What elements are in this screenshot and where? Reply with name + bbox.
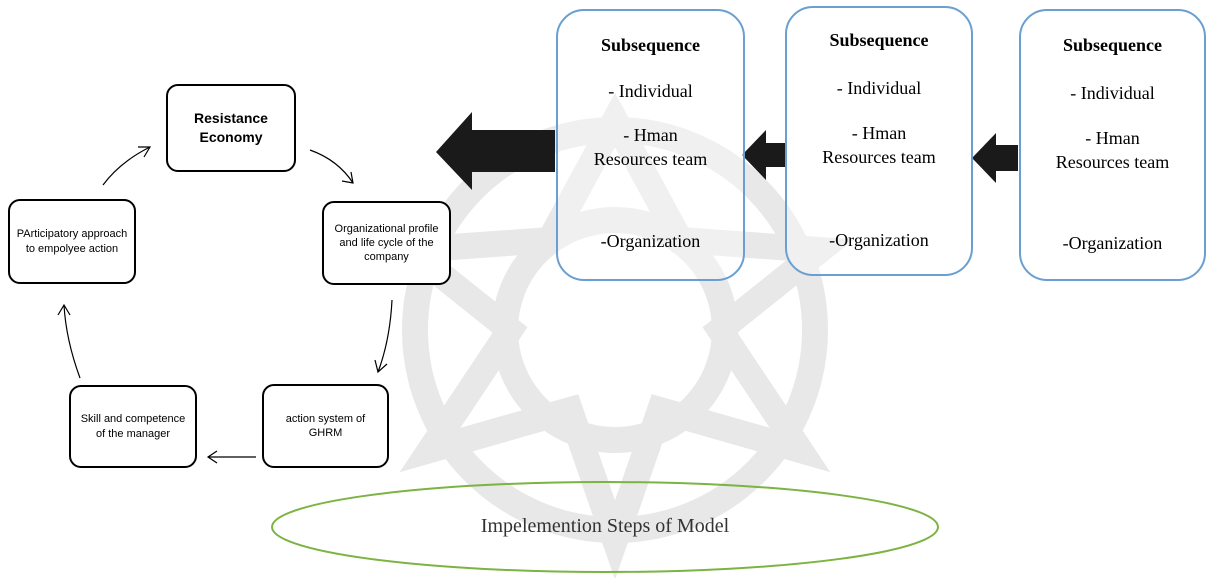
subsequence-organization: -Organization: [600, 231, 701, 251]
subsequence-individual: - Individual: [836, 78, 922, 98]
arrow-participatory-to-resistance: [102, 146, 151, 186]
organizational-profile-label: Organizational profile and life cycle of…: [334, 222, 439, 264]
skill-competence-label: Skill and competence of the manager: [80, 413, 186, 440]
arrow-skill-to-participatory-head: [57, 303, 71, 316]
arrow-skill-to-participatory: [63, 304, 81, 379]
participatory-approach-label: PArticipatory approach to empolyee actio…: [16, 228, 128, 255]
action-system-label: action system of GHRM: [285, 412, 366, 439]
subsequence-individual: - Individual: [608, 81, 693, 101]
subsequence-title: Subsequence: [1062, 35, 1163, 55]
block-arrow-medium: [742, 130, 786, 180]
arrow-resistance-to-organizational: [309, 149, 354, 184]
arrow-action-to-skill-head: [206, 450, 218, 464]
action-system-box: action system of GHRM: [262, 384, 389, 468]
skill-competence-box: Skill and competence of the manager: [69, 385, 197, 468]
subsequence-box-1: Subsequence - Individual - Hman Resource…: [556, 9, 745, 281]
subsequence-hr-team: - Hman Resources team: [1055, 128, 1170, 173]
resistance-economy-box: Resistance Economy: [166, 84, 296, 172]
participatory-approach-box: PArticipatory approach to empolyee actio…: [8, 199, 136, 284]
arrow-resistance-to-organizational-head: [341, 171, 354, 184]
arrow-organizational-to-action: [377, 299, 393, 373]
subsequence-box-2: Subsequence - Individual - Hman Resource…: [785, 6, 973, 276]
subsequence-title: Subsequence: [600, 35, 701, 55]
subsequence-hr-team: - Hman Resources team: [822, 123, 936, 168]
subsequence-title: Subsequence: [829, 30, 929, 50]
block-arrow-large: [436, 112, 555, 190]
subsequence-individual: - Individual: [1070, 83, 1155, 103]
subsequence-hr-team: - Hman Resources team: [593, 125, 708, 170]
subsequence-organization: -Organization: [829, 230, 929, 250]
cycle-arrows: [57, 146, 393, 464]
subsequence-organization: -Organization: [1062, 233, 1163, 253]
subsequence-box-3: Subsequence - Individual - Hman Resource…: [1019, 9, 1206, 281]
resistance-economy-label: Resistance Economy: [194, 110, 268, 145]
arrow-organizational-to-action-head: [374, 359, 388, 374]
organizational-profile-box: Organizational profile and life cycle of…: [322, 201, 451, 285]
block-arrow-small: [972, 133, 1018, 183]
model-caption: Impelemention Steps of Model: [480, 514, 730, 537]
caption-ellipse: [271, 481, 939, 573]
arrow-participatory-to-resistance-head: [138, 146, 152, 158]
